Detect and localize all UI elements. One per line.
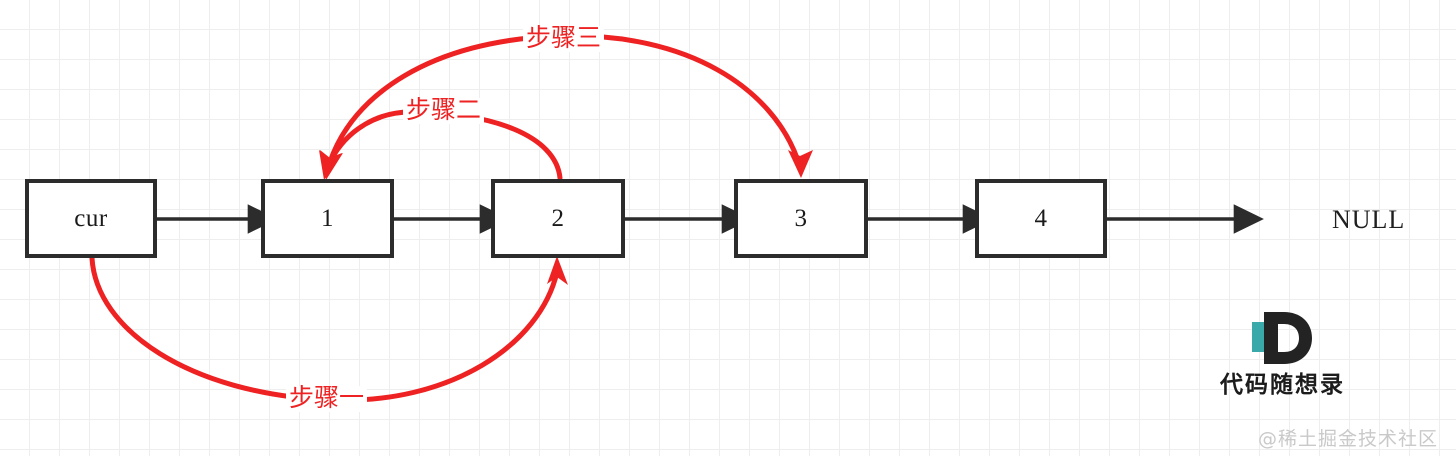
- node-box-2[interactable]: 2: [491, 179, 625, 258]
- node-box-4[interactable]: 4: [975, 179, 1107, 258]
- node-box-3[interactable]: 3: [734, 179, 868, 258]
- step-label-two: 步骤二: [403, 97, 485, 125]
- brand-name-text: 代码随想录: [1220, 372, 1345, 398]
- step-label-three: 步骤三: [523, 25, 605, 53]
- letter-d-logo-icon: [1252, 312, 1312, 364]
- null-terminal-label: NULL: [1332, 205, 1406, 234]
- node-box-cur[interactable]: cur: [25, 179, 157, 258]
- node-label-2: 2: [551, 204, 565, 232]
- node-label-3: 3: [794, 204, 808, 232]
- step-arrow-one: [89, 255, 568, 403]
- node-label-1: 1: [321, 204, 334, 232]
- brand-logo: 代码随想录: [1195, 310, 1370, 400]
- node-box-1[interactable]: 1: [261, 179, 394, 258]
- node-label-cur: cur: [74, 204, 108, 232]
- step-arrow-three: [319, 33, 813, 180]
- node-label-4: 4: [1034, 204, 1048, 232]
- step-label-one: 步骤一: [286, 385, 368, 413]
- site-watermark: @稀土掘金技术社区: [1258, 428, 1439, 450]
